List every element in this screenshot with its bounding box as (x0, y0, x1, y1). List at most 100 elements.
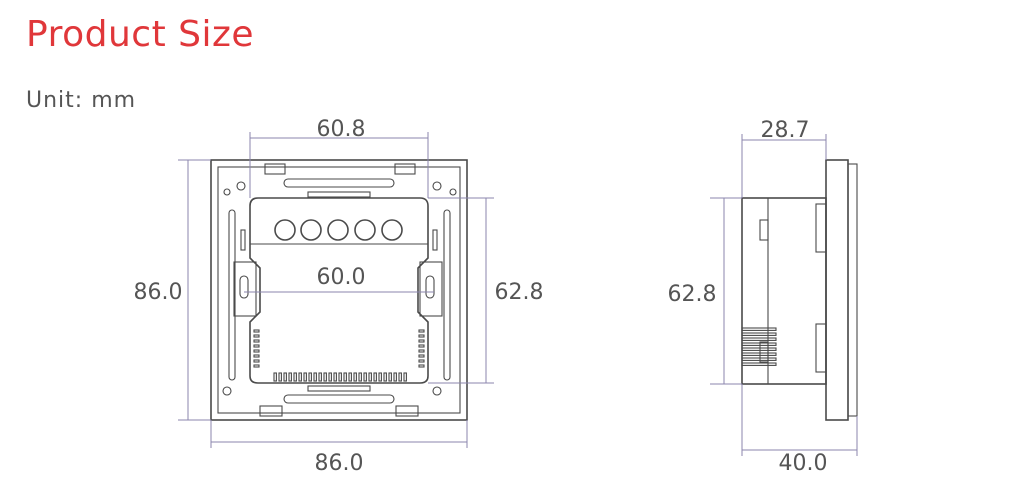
terminal-screw (274, 219, 296, 241)
dim-label-left-height: 86.0 (134, 280, 183, 305)
top-slot (283, 178, 395, 188)
vent-tooth (343, 372, 347, 382)
side-clip (815, 323, 827, 373)
right-screw-slot (425, 275, 435, 299)
left-notch (240, 229, 246, 251)
dim-label-inner-width: 60.0 (317, 265, 366, 290)
front-outer-plate (210, 159, 468, 421)
side-ridge (253, 364, 260, 368)
vent-tooth (313, 372, 317, 382)
side-cover-plate (847, 163, 858, 417)
side-ridge (253, 329, 260, 333)
vent-tooth (283, 372, 287, 382)
vent-tooth (333, 372, 337, 382)
right-rail (443, 209, 451, 381)
vent-tooth (298, 372, 302, 382)
left-screw-slot (239, 275, 249, 299)
dim-label-right-height: 62.8 (495, 280, 544, 305)
bottom-clip-right (395, 405, 419, 417)
terminal-screw (327, 219, 349, 241)
side-ridge (253, 334, 260, 338)
dim-label-top-width: 60.8 (317, 117, 366, 142)
side-ridge (253, 339, 260, 343)
left-ear (233, 261, 257, 317)
side-ridges (253, 329, 425, 368)
vent-tooth (383, 372, 387, 382)
side-ridge (418, 349, 425, 353)
side-module-body (741, 197, 827, 385)
vent-tooth (398, 372, 402, 382)
terminal-screw (354, 219, 376, 241)
front-inner-plate (217, 166, 461, 414)
side-ridge (418, 364, 425, 368)
vent-fin (741, 327, 777, 331)
side-ridge (253, 349, 260, 353)
corner-hole (432, 181, 442, 191)
dim-label-bottom-width: 86.0 (315, 451, 364, 476)
front-view (210, 159, 468, 421)
bottom-tab (307, 385, 371, 392)
side-clip (815, 203, 827, 253)
vent-fin (741, 352, 777, 356)
top-clip-right (394, 163, 416, 175)
vent-tooth (288, 372, 292, 382)
module-body (249, 197, 429, 384)
vent-tooth (293, 372, 297, 382)
vent-tooth (328, 372, 332, 382)
vent-tooth (303, 372, 307, 382)
side-dimensions: 28.7 40.0 62.8 (668, 118, 858, 476)
side-ridge (253, 344, 260, 348)
top-clip-left (264, 163, 286, 175)
corner-hole (236, 181, 246, 191)
vent-tooth (353, 372, 357, 382)
side-notch (759, 219, 769, 241)
vent-fin (741, 347, 777, 351)
side-front-plate (825, 159, 849, 421)
bottom-clip-left (259, 405, 283, 417)
vent-tooth (403, 372, 407, 382)
vent-tooth (368, 372, 372, 382)
corner-hole (432, 386, 442, 396)
vent-teeth (273, 372, 407, 382)
corner-hole (449, 188, 457, 196)
side-ridge (418, 354, 425, 358)
terminal-screw (300, 219, 322, 241)
side-ridge (418, 329, 425, 333)
dim-label-side-depth-bottom: 40.0 (779, 451, 828, 476)
side-ridge (253, 359, 260, 363)
vent-tooth (338, 372, 342, 382)
vent-tooth (308, 372, 312, 382)
corner-hole (223, 188, 231, 196)
side-ridge (418, 334, 425, 338)
vent-fin (741, 332, 777, 336)
bottom-slot (283, 394, 395, 404)
side-ridge (418, 344, 425, 348)
dim-label-side-depth-top: 28.7 (761, 118, 810, 143)
side-ridge (418, 359, 425, 363)
vent-tooth (278, 372, 282, 382)
side-ridge (418, 339, 425, 343)
vent-tooth (373, 372, 377, 382)
dim-label-side-height: 62.8 (668, 282, 717, 307)
vent-tooth (358, 372, 362, 382)
vent-tooth (323, 372, 327, 382)
side-vent-fins (741, 327, 777, 366)
vent-tooth (363, 372, 367, 382)
front-dimensions: 60.8 86.0 86.0 62.8 60.0 (134, 117, 544, 476)
side-notch (759, 341, 769, 363)
left-rail (228, 209, 236, 381)
vent-fin (741, 362, 777, 366)
terminal-screw (381, 219, 403, 241)
vent-tooth (388, 372, 392, 382)
vent-tooth (393, 372, 397, 382)
unit-label: Unit: mm (26, 88, 137, 113)
vent-tooth (348, 372, 352, 382)
corner-hole (222, 386, 232, 396)
vent-fin (741, 337, 777, 341)
top-tab (307, 191, 371, 198)
vent-tooth (273, 372, 277, 382)
right-notch (432, 229, 438, 251)
vent-fin (741, 342, 777, 346)
right-ear (419, 261, 443, 317)
